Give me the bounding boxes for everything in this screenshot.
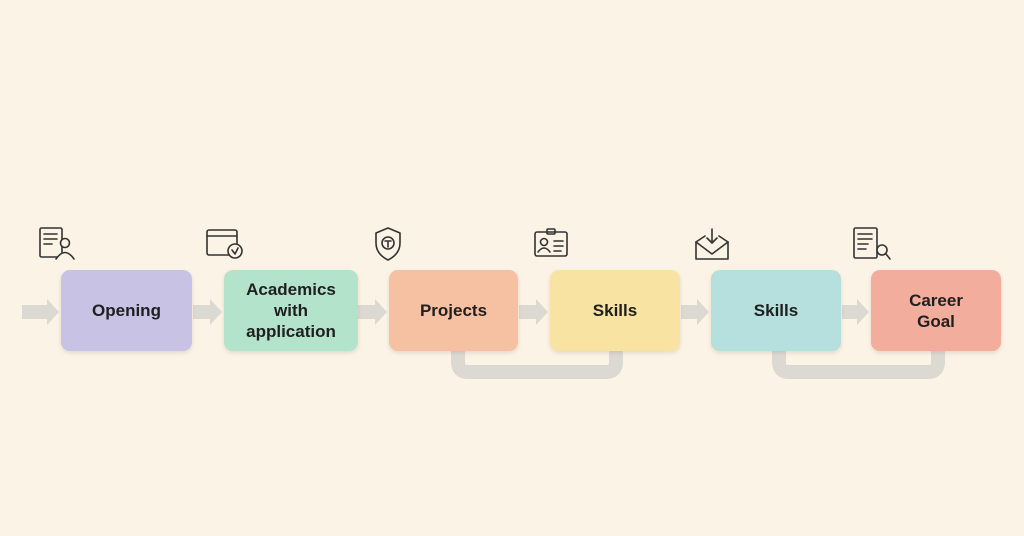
flow-arrow-4 [519,299,548,325]
id-card-icon [534,228,568,257]
flow-arrow-2 [193,299,222,325]
step-label-skills-1: Skills [592,301,638,320]
step-box-academics: Academics with application [224,270,358,351]
step-box-skills-1: Skills [550,270,680,351]
step-box-opening: Opening [61,270,192,351]
shield-key-icon [375,227,401,261]
step-box-career-goal: Career Goal [871,270,1001,351]
loop-connector-1 [451,348,623,379]
step-label-academics: Academics with application [246,280,336,341]
step-label-opening: Opening [92,301,161,320]
flow-arrow-5 [681,299,709,325]
step-box-skills-2: Skills [711,270,841,351]
loop-connector-2 [772,348,945,379]
step-box-projects: Projects [389,270,518,351]
envelope-download-icon [695,228,729,260]
browser-badge-icon [206,229,243,259]
flow-arrow-6 [842,299,869,325]
flow-arrow-1 [22,299,59,325]
step-label-career-goal: Career Goal [909,290,963,331]
step-label-skills-2: Skills [753,301,799,320]
resume-person-icon [39,227,75,260]
document-search-icon [853,227,891,260]
flow-arrow-3 [358,299,387,325]
step-label-projects: Projects [419,301,488,320]
